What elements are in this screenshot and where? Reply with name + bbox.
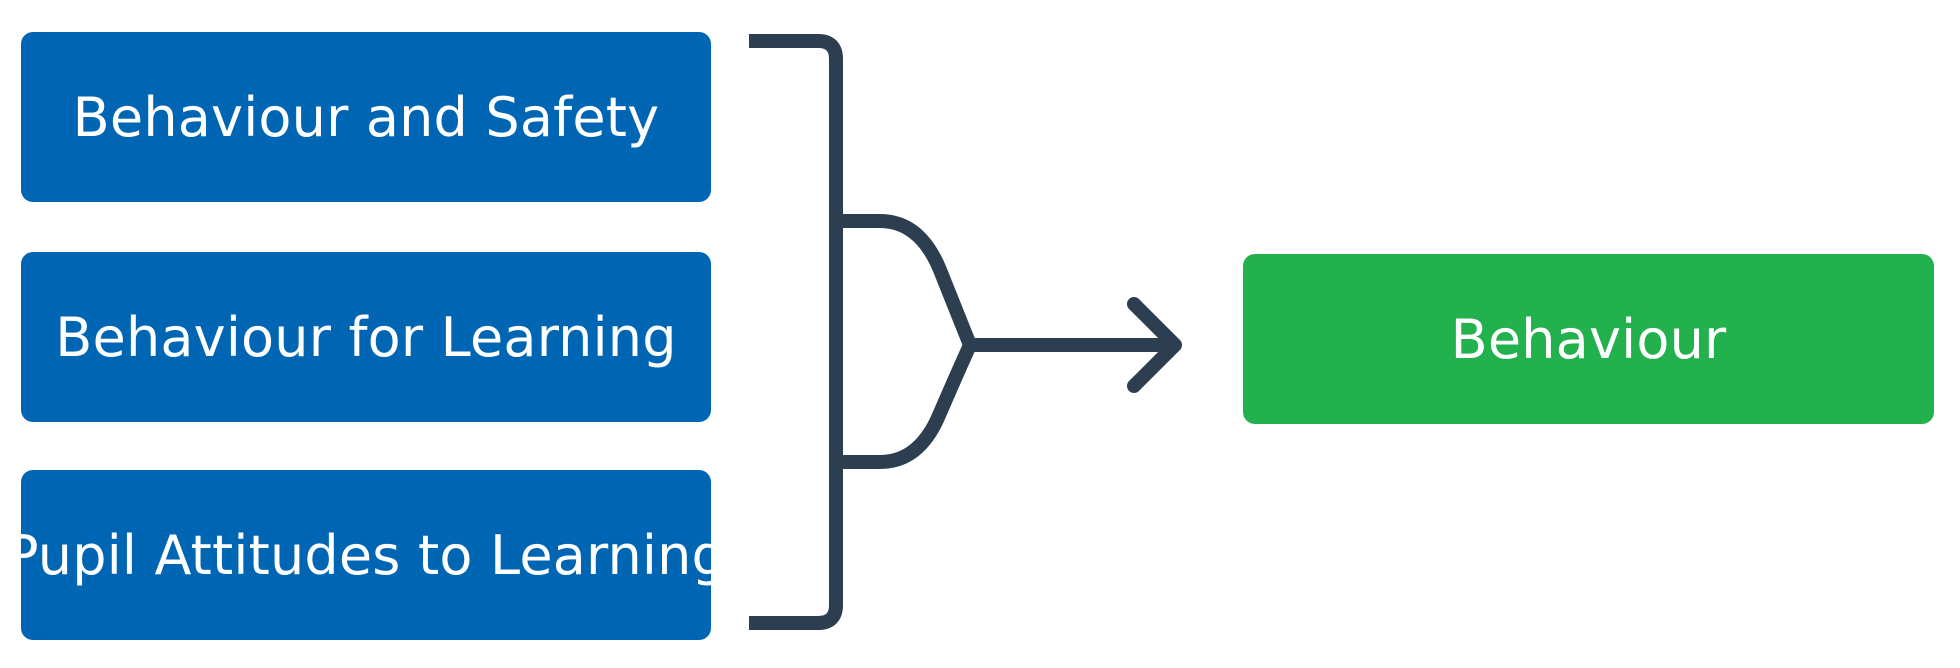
input-box-behaviour-for-learning: Behaviour for Learning — [21, 252, 711, 422]
input-box-behaviour-and-safety: Behaviour and Safety — [21, 32, 711, 202]
arrow-head-icon — [1127, 297, 1182, 393]
bracket-line — [749, 34, 843, 630]
input-box-label: Behaviour for Learning — [55, 305, 677, 369]
merge-curve-bottom — [842, 342, 977, 469]
output-box-label: Behaviour — [1450, 307, 1727, 371]
input-box-pupil-attitudes: Pupil Attitudes to Learning — [6, 470, 726, 640]
merge-curve-top — [842, 214, 977, 348]
input-box-label: Pupil Attitudes to Learning — [5, 523, 727, 587]
output-box-behaviour: Behaviour — [1243, 254, 1934, 424]
input-box-label: Behaviour and Safety — [72, 85, 660, 149]
